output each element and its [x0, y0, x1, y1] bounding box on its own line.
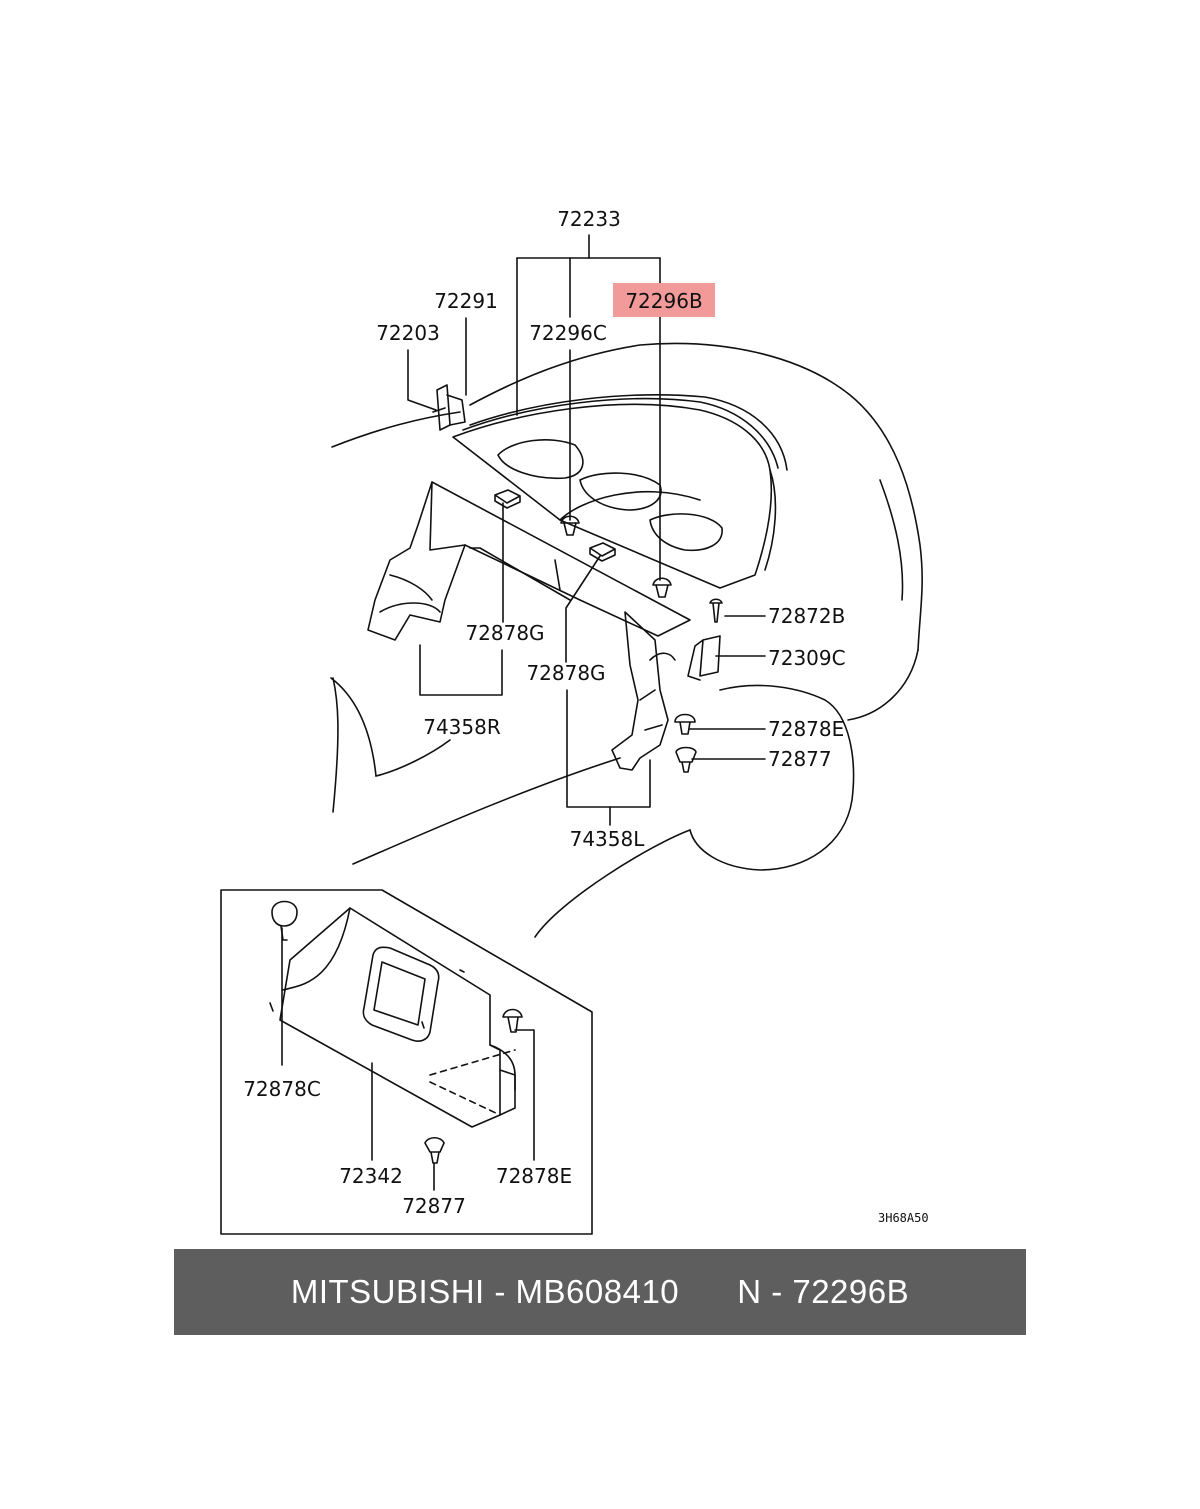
label-72296b[interactable]: 72296B [625, 289, 702, 313]
part-labels: 72233 72291 72296B 72203 72296C 72872B 7… [243, 207, 928, 1225]
exploded-parts-diagram: 72233 72291 72296B 72203 72296C 72872B 7… [220, 207, 929, 1235]
label-72877-lower[interactable]: 72877 [402, 1194, 466, 1218]
clips-and-fasteners [494, 489, 723, 773]
car-body-outline [330, 342, 923, 938]
side-trim-right [367, 481, 691, 641]
inset-frame [220, 889, 593, 1235]
label-72233[interactable]: 72233 [557, 207, 621, 231]
side-trim-left [611, 611, 676, 771]
highlight-box [613, 283, 715, 317]
label-72203[interactable]: 72203 [376, 321, 440, 345]
footer-gap [679, 1273, 737, 1311]
label-72878e-upper[interactable]: 72878E [768, 717, 844, 741]
label-72342[interactable]: 72342 [339, 1164, 403, 1188]
footer-part-number: MB608410 [515, 1273, 680, 1310]
label-74358r[interactable]: 74358R [423, 715, 501, 739]
label-72309c[interactable]: 72309C [768, 646, 846, 670]
footer-brand: MITSUBISHI [290, 1273, 485, 1310]
drawing-code: 3H68A50 [878, 1211, 929, 1225]
label-72878e-lower[interactable]: 72878E [496, 1164, 572, 1188]
label-72878g-upper[interactable]: 72878G [465, 621, 544, 645]
leader-lines-upper [407, 234, 766, 826]
inset-panel-72342 [269, 907, 516, 1128]
footer-separator: - [484, 1273, 516, 1310]
label-72878c[interactable]: 72878C [243, 1077, 321, 1101]
hinge-bracket [432, 384, 466, 431]
label-72296c[interactable]: 72296C [529, 321, 607, 345]
label-72291[interactable]: 72291 [434, 289, 498, 313]
label-74358l[interactable]: 74358L [570, 827, 646, 851]
footer-reference: N - 72296B [737, 1273, 910, 1310]
label-72872b[interactable]: 72872B [768, 604, 845, 628]
label-72877-upper[interactable]: 72877 [768, 747, 832, 771]
inset-fasteners [271, 900, 523, 1164]
footer-bar: MITSUBISHI - MB608410 N - 72296B [174, 1249, 1026, 1335]
leader-lines-inset [281, 927, 535, 1191]
rear-shelf-trim [452, 394, 788, 589]
label-72878g-lower[interactable]: 72878G [526, 661, 605, 685]
